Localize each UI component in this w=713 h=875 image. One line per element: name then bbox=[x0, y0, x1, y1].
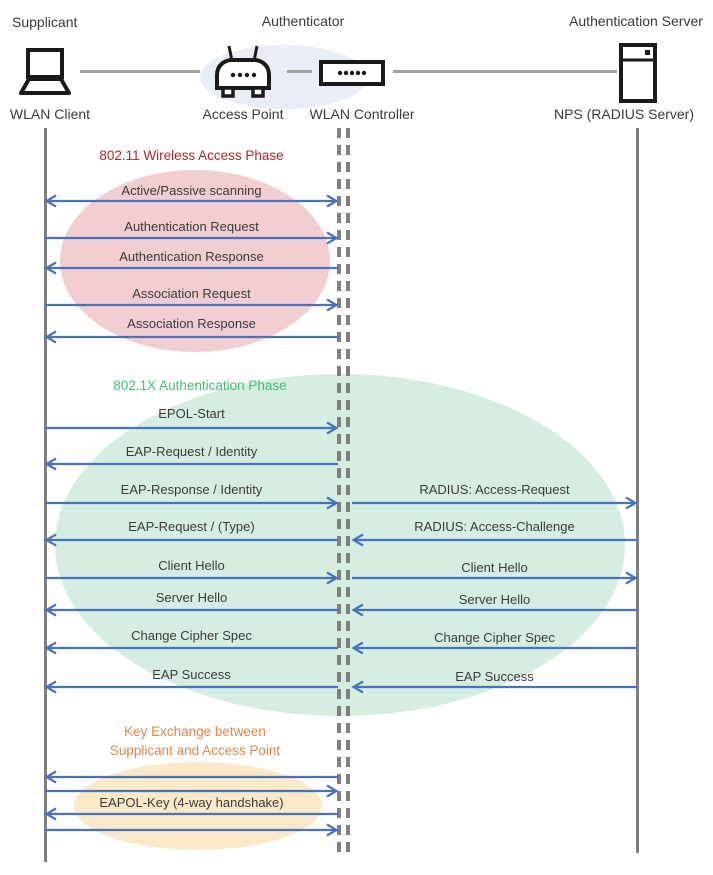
message-label: Authentication Request bbox=[124, 219, 259, 234]
lifeline-wlan-controller-left bbox=[337, 128, 341, 853]
message-arrow-right bbox=[45, 784, 339, 798]
connector-client-ap bbox=[80, 70, 200, 73]
message-arrow-both bbox=[44, 194, 339, 208]
connector-ap-controller-dash bbox=[287, 70, 312, 73]
connector-controller-server bbox=[393, 70, 617, 73]
message-label: Change Cipher Spec bbox=[434, 630, 555, 645]
message-label: RADIUS: Access-Request bbox=[419, 482, 570, 497]
node-label-wlan-controller: WLAN Controller bbox=[309, 106, 415, 122]
message-label: Server Hello bbox=[155, 590, 228, 605]
role-authenticator: Authenticator bbox=[261, 13, 345, 29]
message-label: EAPOL-Key (4-way handshake) bbox=[99, 795, 284, 810]
lifeline-wlan-client bbox=[44, 128, 47, 862]
message-arrow-right bbox=[352, 571, 638, 585]
message-label: Association Request bbox=[132, 286, 251, 301]
server-icon bbox=[619, 43, 657, 103]
lifeline-wlan-controller-right bbox=[346, 128, 350, 853]
message-arrow-right bbox=[352, 496, 638, 510]
phase-title-wireless-access: 802.11 Wireless Access Phase bbox=[99, 148, 284, 163]
message-label: Association Response bbox=[127, 316, 256, 331]
phase-title-key-exchange: Key Exchange between Supplicant and Acce… bbox=[109, 724, 281, 758]
message-arrow-left bbox=[351, 603, 637, 617]
message-label: EAP-Request / Identity bbox=[125, 444, 258, 459]
message-arrow-right bbox=[45, 231, 339, 245]
message-label: EAP-Request / (Type) bbox=[128, 519, 255, 534]
phase-title-authentication: 802.1X Authentication Phase bbox=[113, 378, 287, 393]
message-label: EAP-Response / Identity bbox=[120, 482, 263, 497]
message-arrow-left bbox=[44, 680, 338, 694]
message-arrow-left bbox=[44, 770, 338, 784]
lifeline-nps-server bbox=[636, 128, 639, 853]
message-arrow-left bbox=[44, 641, 338, 655]
message-arrow-left bbox=[44, 807, 338, 821]
message-arrow-right bbox=[45, 571, 339, 585]
message-label: Client Hello bbox=[461, 560, 528, 575]
role-supplicant: Supplicant bbox=[12, 14, 78, 30]
message-label: EPOL-Start bbox=[158, 406, 225, 421]
node-label-access-point: Access Point bbox=[202, 106, 284, 122]
message-arrow-right bbox=[45, 823, 339, 837]
message-arrow-left bbox=[44, 261, 338, 275]
access-point-icon bbox=[215, 45, 271, 98]
message-arrow-left bbox=[351, 533, 637, 547]
message-label: EAP Success bbox=[455, 669, 534, 684]
role-authentication-server: Authentication Server bbox=[569, 13, 703, 29]
laptop-icon bbox=[19, 48, 71, 95]
message-label: RADIUS: Access-Challenge bbox=[414, 519, 575, 534]
message-arrow-left bbox=[44, 330, 338, 344]
message-label: Client Hello bbox=[158, 558, 225, 573]
message-label: EAP Success bbox=[152, 667, 231, 682]
message-label: Authentication Response bbox=[119, 249, 264, 264]
wlan-controller-icon bbox=[319, 60, 385, 86]
message-arrow-right bbox=[45, 421, 339, 435]
node-label-nps-radius-server: NPS (RADIUS Server) bbox=[553, 106, 695, 122]
message-arrow-right bbox=[45, 298, 339, 312]
message-label: Change Cipher Spec bbox=[131, 628, 252, 643]
message-arrow-left bbox=[351, 641, 637, 655]
message-arrow-left bbox=[44, 603, 338, 617]
message-arrow-left bbox=[351, 680, 637, 694]
message-label: Active/Passive scanning bbox=[121, 183, 262, 198]
message-arrow-left bbox=[44, 457, 338, 471]
message-arrow-right bbox=[45, 496, 339, 510]
node-label-wlan-client: WLAN Client bbox=[9, 106, 91, 122]
message-label: Server Hello bbox=[458, 592, 531, 607]
message-arrow-left bbox=[44, 533, 338, 547]
